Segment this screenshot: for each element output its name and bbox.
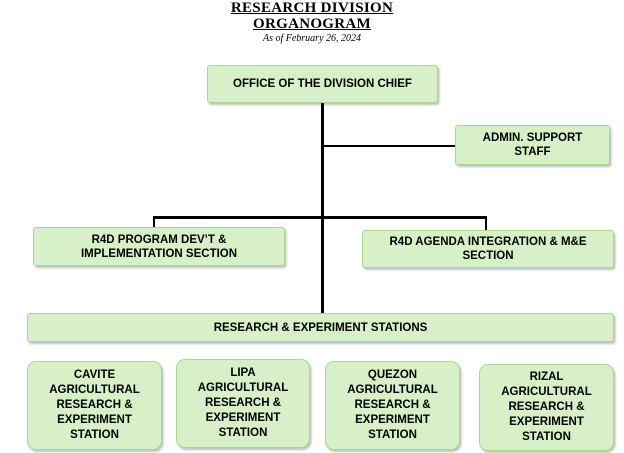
r4d-program-node: R4D PROGRAM DEV’T & IMPLEMENTATION SECTI… xyxy=(33,227,285,266)
sections-horizontal-line xyxy=(153,216,487,219)
station-lipa-line-5: STATION xyxy=(218,427,268,439)
r4d-agenda-node: R4D AGENDA INTEGRATION & M&E SECTION xyxy=(362,230,614,268)
station-lipa-line-2: AGRICULTURAL xyxy=(197,382,289,394)
station-cavite-line-4: EXPERIMENT xyxy=(57,414,132,426)
station-quezon-line-2: AGRICULTURAL xyxy=(347,384,438,396)
admin-support-node: ADMIN. SUPPORT STAFF xyxy=(455,125,610,165)
r4d-program-label-1: R4D PROGRAM DEV’T & xyxy=(91,233,227,246)
division-chief-label: OFFICE OF THE DIVISION CHIEF xyxy=(233,78,412,90)
station-lipa-node: LIPA AGRICULTURAL RESEARCH & EXPERIMENT … xyxy=(176,359,310,448)
r4d-agenda-label-2: SECTION xyxy=(462,250,514,262)
station-quezon-line-1: QUEZON xyxy=(367,369,418,381)
r4d-program-label-2: IMPLEMENTATION SECTION xyxy=(80,247,238,260)
left-section-drop-line xyxy=(153,216,155,228)
station-cavite-line-5: STATION xyxy=(70,429,119,441)
station-lipa-line-1: LIPA xyxy=(230,367,256,379)
right-section-drop-line xyxy=(485,216,487,231)
station-cavite-line-2: AGRICULTURAL xyxy=(49,384,140,396)
r4d-agenda-label-1: R4D AGENDA INTEGRATION & M&E xyxy=(389,236,587,248)
station-rizal-line-2: AGRICULTURAL xyxy=(501,386,592,398)
station-quezon-node: QUEZON AGRICULTURAL RESEARCH & EXPERIMEN… xyxy=(325,361,460,450)
admin-support-label-2: STAFF xyxy=(514,146,551,158)
admin-support-label-1: ADMIN. SUPPORT xyxy=(482,132,583,144)
trunk-line xyxy=(321,103,324,314)
admin-branch-line xyxy=(323,145,455,147)
station-cavite-line-3: RESEARCH & xyxy=(56,399,133,411)
station-quezon-line-3: RESEARCH & xyxy=(354,399,431,411)
station-lipa-line-4: EXPERIMENT xyxy=(205,412,281,424)
division-chief-node: OFFICE OF THE DIVISION CHIEF xyxy=(207,65,438,103)
station-rizal-line-1: RIZAL xyxy=(529,371,564,383)
station-cavite-line-1: CAVITE xyxy=(73,369,116,381)
station-quezon-line-4: EXPERIMENT xyxy=(355,414,430,426)
station-rizal-line-4: EXPERIMENT xyxy=(509,416,584,428)
stations-header-node: RESEARCH & EXPERIMENT STATIONS xyxy=(27,313,614,342)
station-cavite-node: CAVITE AGRICULTURAL RESEARCH & EXPERIMEN… xyxy=(27,361,162,450)
station-quezon-line-5: STATION xyxy=(368,429,417,441)
station-rizal-node: RIZAL AGRICULTURAL RESEARCH & EXPERIMENT… xyxy=(479,364,614,451)
station-rizal-line-5: STATION xyxy=(522,431,571,443)
station-rizal-line-3: RESEARCH & xyxy=(508,401,585,413)
title-line-2: ORGANOGRAM xyxy=(253,16,371,32)
subtitle-date: As of February 26, 2024 xyxy=(262,33,362,44)
station-lipa-line-3: RESEARCH & xyxy=(204,397,282,409)
title-line-1: RESEARCH DIVISION xyxy=(230,0,394,16)
stations-header-label: RESEARCH & EXPERIMENT STATIONS xyxy=(213,321,428,334)
